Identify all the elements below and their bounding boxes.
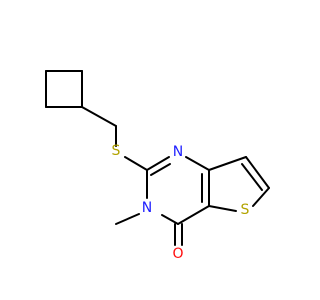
bond — [81, 106, 117, 127]
bond — [150, 163, 171, 176]
bond — [146, 156, 170, 171]
atom-label-s-thiophene: S — [241, 202, 250, 218]
atom-label-s-thioether: S — [112, 143, 121, 159]
bond — [245, 156, 270, 189]
molecule-diagram: S N N S O — [45, 70, 270, 262]
structure-svg: S N N S O — [45, 70, 270, 262]
bond — [115, 213, 140, 225]
atom-label-n-ring-top: N — [173, 144, 183, 160]
bond — [241, 163, 263, 191]
atom-label-n-ring-methyl: N — [142, 200, 152, 216]
bond — [252, 187, 270, 207]
bond — [177, 205, 210, 225]
atom-label-o-carbonyl: O — [172, 246, 183, 262]
bond — [208, 156, 247, 171]
bond — [185, 156, 210, 171]
bond — [161, 214, 179, 225]
bond — [124, 156, 148, 171]
bond — [208, 205, 237, 212]
